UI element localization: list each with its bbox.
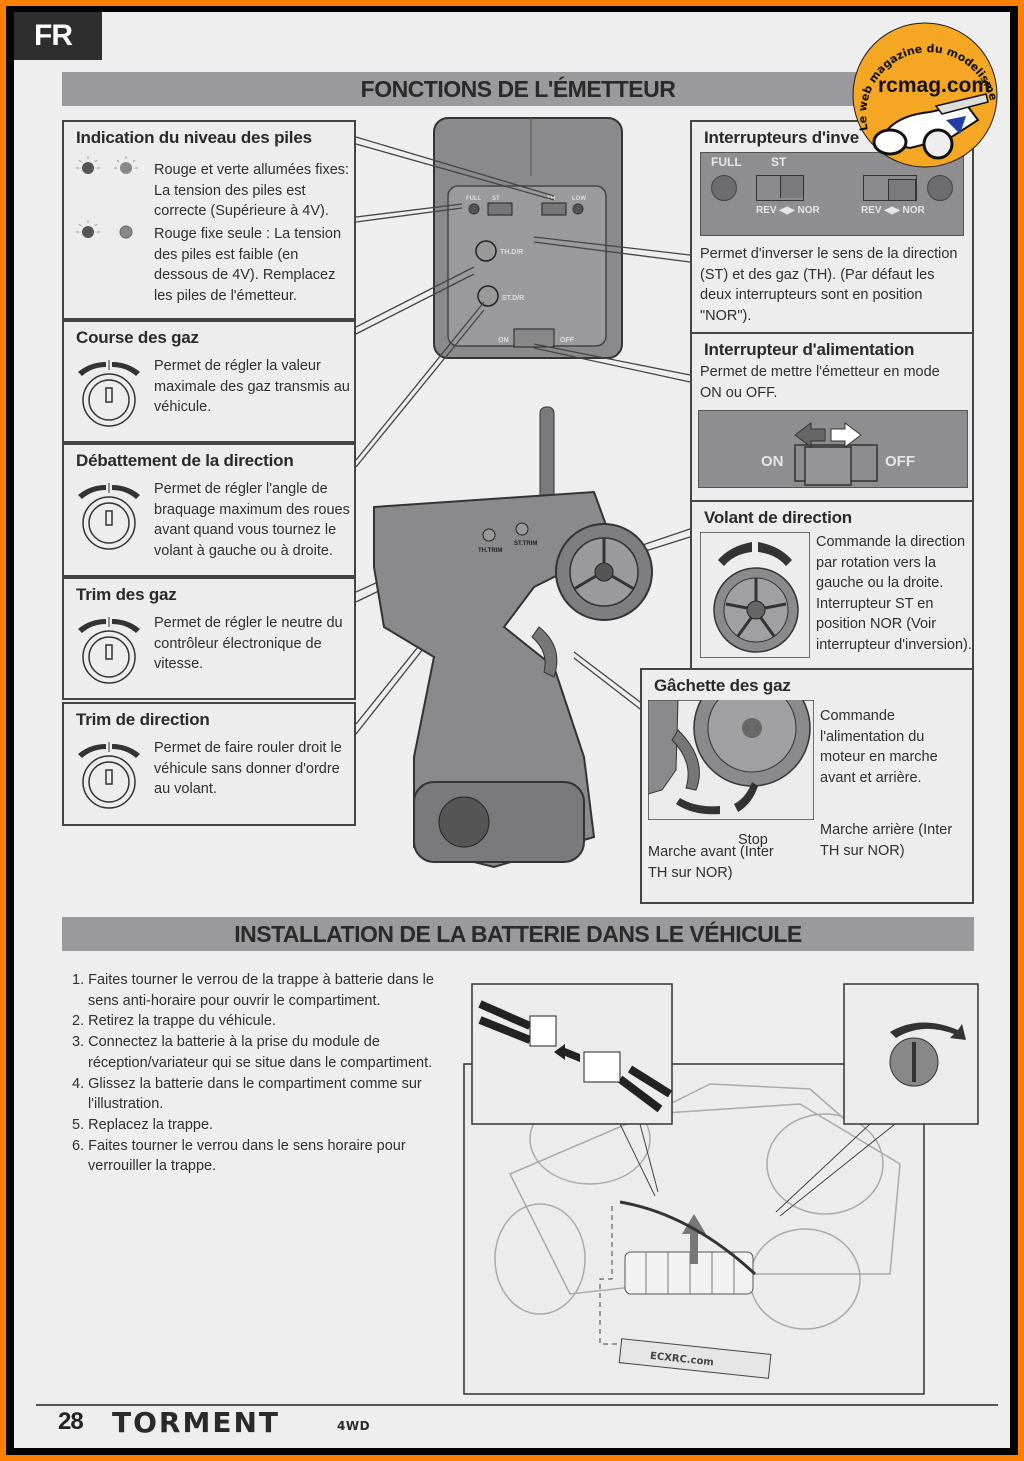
arrow-right-icon (830, 422, 862, 448)
trigger-reverse-label: Marche arrière (Inter TH sur NOR) (820, 822, 953, 859)
tx-label-sttrim: ST.TRIM (514, 541, 537, 547)
watermark-site-text: rcmag.com (878, 74, 990, 97)
power-switch-text: Permet de mettre l'émetteur en mode ON o… (700, 364, 940, 401)
throttle-trigger-box: Gâchette des gaz Commande l'alimentation… (640, 668, 974, 904)
reverse-switches-title: Interrupteurs d'inve (704, 128, 859, 147)
footer-divider (36, 1404, 998, 1406)
led-red-on-icon (76, 156, 100, 174)
steering-wheel-text: Commande la direction par rotation vers … (816, 534, 972, 653)
throttle-trigger-icon (648, 700, 814, 820)
battery-state-low-text: Rouge fixe seule : La tension des piles … (154, 226, 342, 304)
page-number: 28 (58, 1408, 84, 1435)
throttle-travel-box: Course des gaz Permet de régler la valeu… (62, 320, 356, 443)
steering-trim-title: Trim de direction (76, 710, 210, 729)
steering-rate-title: Débattement de la direction (76, 451, 294, 470)
install-steps-list: 1. Faites tourner le verrou de la trappe… (72, 970, 452, 1177)
power-switch-panel: ON OFF (698, 410, 968, 488)
latch-inset (843, 983, 979, 1125)
buggy-car-icon (872, 93, 989, 160)
dial-knob-icon (78, 617, 140, 684)
led-status-icons (76, 156, 138, 239)
tx-label-off: OFF (560, 337, 575, 344)
steering-wheel-box: Volant de direction Commande la directio… (690, 500, 974, 670)
battery-indicator-box: Indication du niveau des piles Rouge et … (62, 120, 356, 320)
throttle-travel-title: Course des gaz (76, 328, 199, 347)
th-reverse-switch[interactable] (863, 175, 917, 201)
connector-plug-icon (583, 1051, 621, 1083)
tx-label-thtrim: TH.TRIM (478, 548, 502, 554)
clockwise-arrow-icon (890, 1022, 966, 1040)
low-led-icon (927, 175, 953, 201)
language-tab: FR (14, 12, 102, 60)
steering-trim-box: Trim de direction Permet de faire rouler… (62, 702, 356, 826)
st-reverse-switch[interactable] (756, 175, 804, 201)
throttle-trim-title: Trim des gaz (76, 585, 177, 604)
throttle-trim-text: Permet de régler le neutre du contrôleur… (154, 615, 343, 672)
dial-knob-icon (78, 742, 140, 809)
tx-label-full: FULL (466, 196, 482, 202)
tx-label-low: LOW (572, 196, 586, 202)
tx-label-thdr: TH.D/R (500, 249, 523, 256)
throttle-trigger-text: Commande l'alimentation du moteur en mar… (820, 708, 938, 786)
full-led-icon (711, 175, 737, 201)
section-title-transmitter: FONCTIONS DE L'ÉMETTEUR (62, 72, 974, 106)
led-red-only-icon (76, 220, 100, 238)
power-slide-switch-icon[interactable] (791, 417, 881, 487)
tx-label-on: ON (498, 337, 509, 344)
steering-trim-text: Permet de faire rouler droit le véhicule… (154, 740, 342, 797)
connector-plug-icon (529, 1015, 557, 1047)
throttle-travel-text: Permet de régler la valeur maximale des … (154, 358, 350, 415)
manual-page: FR FONCTIONS DE L'ÉMETTEUR FULL ST TH LO… (14, 12, 1010, 1448)
steering-wheel-icon (700, 532, 810, 658)
install-step: 3. Connectez la batterie à la prise du m… (72, 1034, 433, 1071)
install-step: 2. Retirez la trappe du véhicule. (72, 1013, 276, 1030)
connect-arrow-icon (554, 1044, 580, 1062)
led-green-on-icon (114, 156, 138, 174)
power-switch-box: Interrupteur d'alimentation Permet de me… (690, 332, 974, 502)
arrow-left-icon (794, 422, 826, 448)
tx-label-st: ST (492, 196, 500, 202)
steering-rate-text: Permet de régler l'angle de braquage max… (154, 481, 350, 559)
reverse-switch-panel: FULL ST REV ◀▶ NOR REV ◀▶ NOR (700, 152, 964, 236)
pistol-transmitter-illustration: TH.TRIM ST.TRIM (373, 406, 653, 869)
dial-knob-icon (78, 483, 140, 550)
throttle-trim-box: Trim des gaz Permet de régler le neutre … (62, 577, 356, 700)
throttle-trigger-title: Gâchette des gaz (654, 676, 791, 695)
steering-wheel-title: Volant de direction (704, 508, 852, 527)
rcmag-watermark-logo: Le web magazine du modelisme rcmag.com (852, 22, 1000, 168)
led-green-off-icon (119, 225, 133, 239)
transmitter-top-illustration: FULL ST TH LOW TH.D/R ST.D/R ON OFF (433, 117, 623, 359)
power-switch-title: Interrupteur d'alimentation (704, 340, 915, 359)
battery-door-icon: ECXRC.com (618, 1338, 772, 1379)
dial-knob-icon (78, 360, 140, 427)
st-rev-nor-label: REV ◀▶ NOR (756, 205, 820, 216)
battery-state-ok-text: Rouge et verte allumées fixes: La tensio… (154, 162, 350, 219)
power-on-label: ON (761, 453, 784, 470)
brand-suffix: 4WD (337, 1419, 371, 1433)
install-step: 4. Glissez la batterie dans le compartim… (72, 1075, 422, 1113)
trigger-forward-label: Marche avant (Inter TH sur NOR) (648, 844, 774, 881)
tx-label-stdr: ST.D/R (502, 295, 524, 302)
install-step: 5. Replacez la trappe. (72, 1116, 214, 1133)
label-full: FULL (711, 155, 742, 169)
section-title-battery-install: INSTALLATION DE LA BATTERIE DANS LE VÉHI… (62, 917, 974, 951)
install-step: 6. Faites tourner le verrou dans le sens… (72, 1137, 406, 1175)
battery-indicator-title: Indication du niveau des piles (76, 128, 312, 147)
power-off-label: OFF (885, 453, 915, 470)
install-step: 1. Faites tourner le verrou de la trappe… (72, 972, 434, 1009)
label-st: ST (771, 155, 787, 169)
battery-install-illustration: ECXRC.com (463, 983, 979, 1395)
th-rev-nor-label: REV ◀▶ NOR (861, 205, 925, 216)
steering-rate-box: Débattement de la direction Permet de ré… (62, 443, 356, 577)
trigger-stop-label: Stop (738, 832, 768, 848)
reverse-switches-text: Permet d'inverser le sens de la directio… (700, 246, 958, 324)
brand-wordmark: TORMENT (112, 1406, 280, 1439)
